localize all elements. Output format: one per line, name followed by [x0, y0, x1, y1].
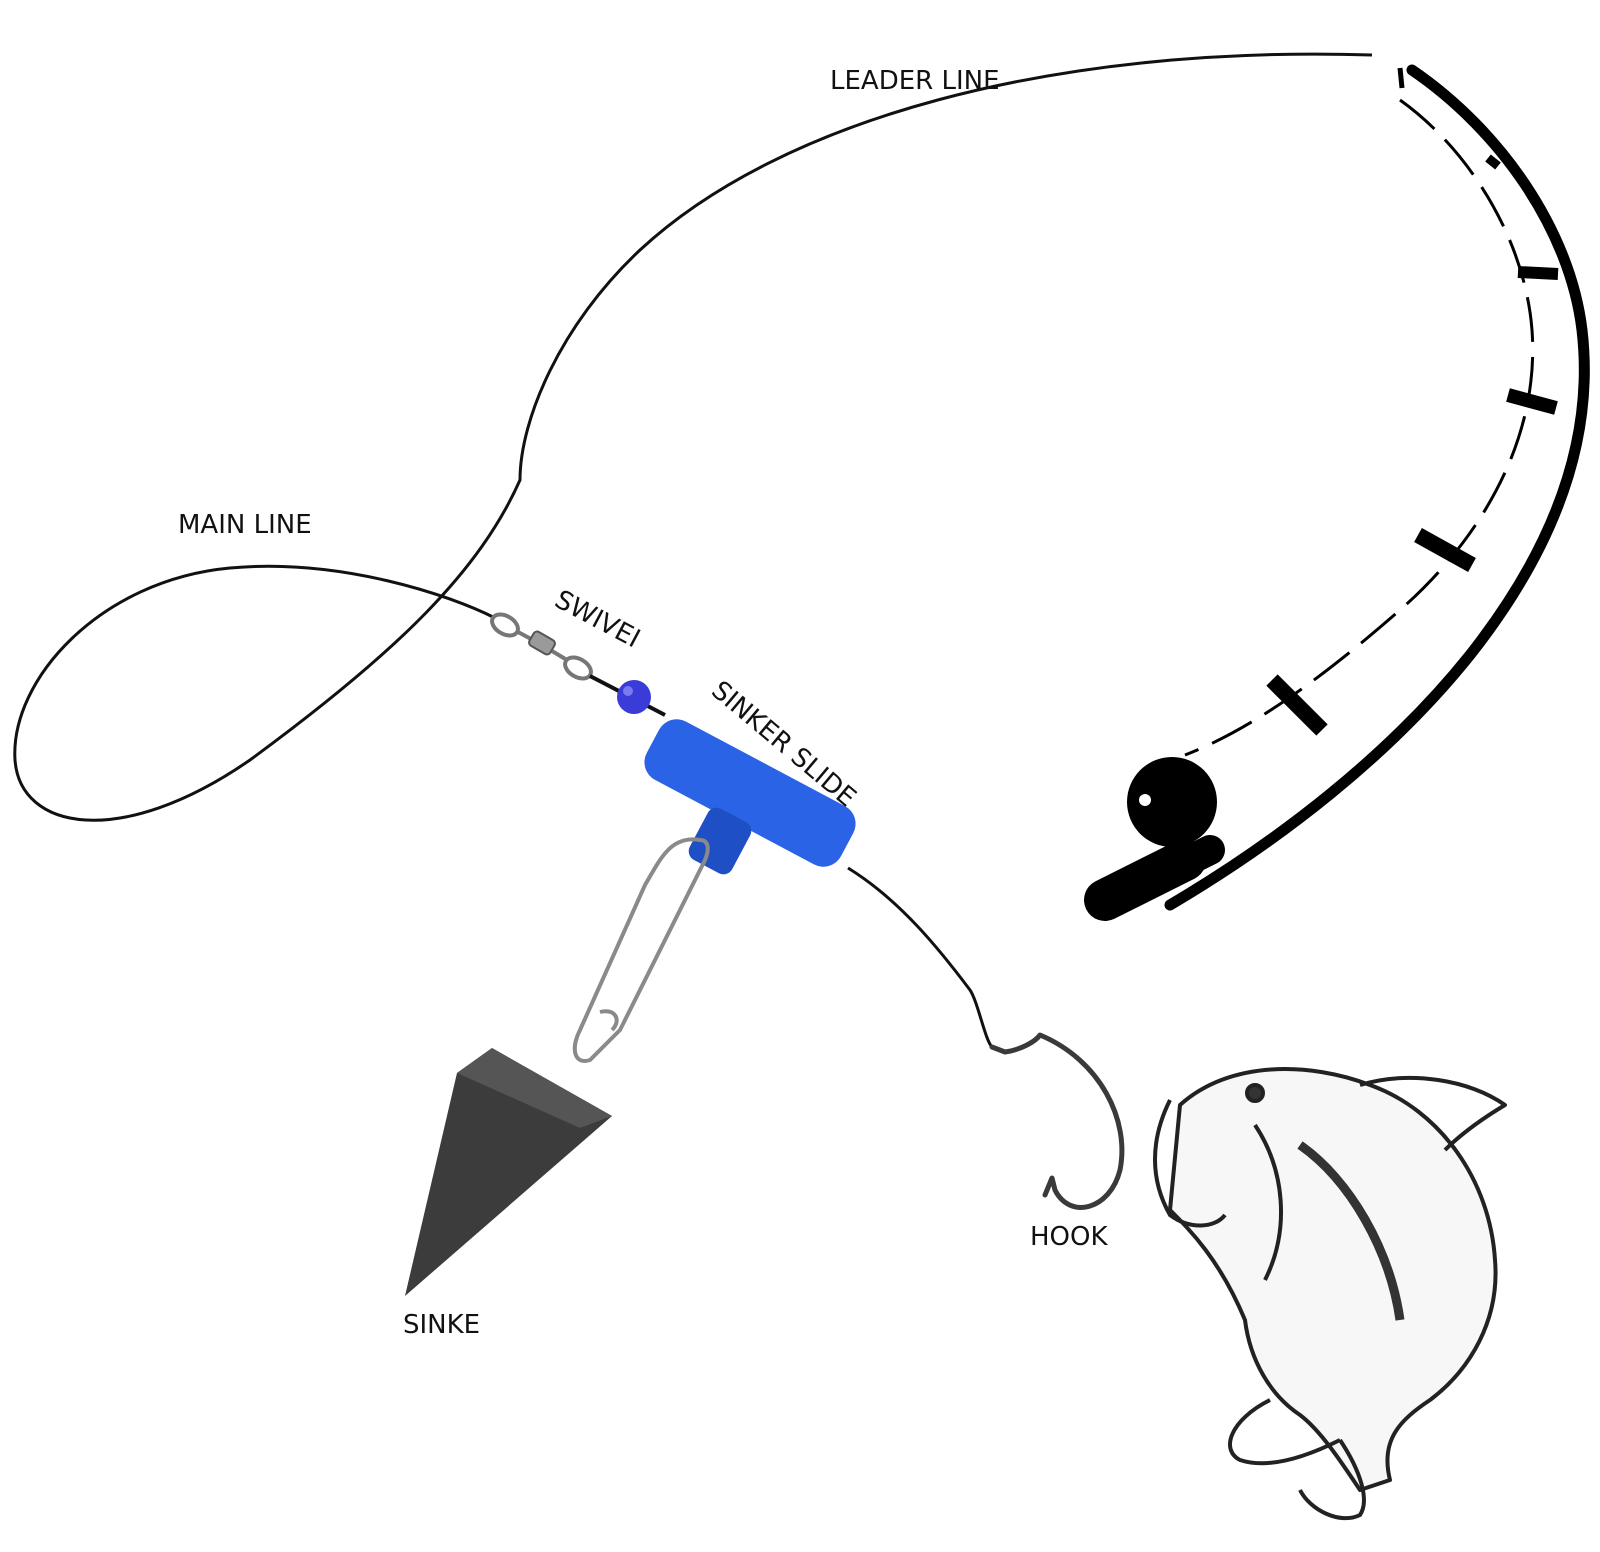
snap-link-wire	[572, 837, 710, 1063]
fish-tail-lower	[1298, 1438, 1366, 1521]
label-leader-line: LEADER LINE	[830, 66, 1000, 96]
rod-guides	[1266, 67, 1559, 736]
fishing-line	[13, 52, 1373, 822]
fish-mouth	[1153, 1099, 1227, 1228]
bead-highlight	[623, 686, 633, 696]
fish-body	[1168, 1067, 1498, 1492]
fish-eye	[1245, 1083, 1265, 1103]
reel-knob	[1139, 794, 1151, 806]
label-main-line: MAIN LINE	[178, 510, 312, 540]
label-sinker: SINKE	[403, 1310, 480, 1340]
leader-to-hook	[847, 866, 994, 1049]
rod-guide	[1506, 388, 1558, 415]
bass-fish	[1153, 1067, 1507, 1521]
fishing-rod	[1084, 64, 1590, 921]
swivel-eye-left	[490, 612, 520, 638]
fish-tail	[1228, 1398, 1341, 1466]
label-hook: HOOK	[1030, 1222, 1108, 1252]
fish-gill	[1253, 1123, 1284, 1281]
line-through-guides	[1184, 98, 1535, 757]
label-swivel: SWIVEI	[550, 585, 645, 655]
snap-link-clasp	[599, 1009, 619, 1032]
swivel-wire	[550, 649, 569, 662]
swivel-barrel	[528, 630, 556, 656]
rod-guide	[1485, 154, 1501, 170]
rod-guide	[1517, 266, 1559, 280]
snap-link	[572, 837, 710, 1063]
bead	[617, 680, 651, 714]
fish-dorsal-fin	[1359, 1075, 1507, 1152]
sinker-slide-tube	[644, 719, 856, 867]
reel	[1127, 757, 1217, 847]
rod-guide	[1414, 528, 1476, 572]
swivel	[490, 612, 593, 681]
sinker-top	[457, 1048, 612, 1128]
hook	[989, 1032, 1125, 1210]
rod-handle-grip	[1135, 835, 1225, 895]
rod-guide	[1397, 67, 1405, 89]
rod-guide	[1266, 674, 1328, 736]
rod-blank	[1164, 64, 1590, 911]
fish-stripe	[1297, 1141, 1405, 1321]
swivel-eye-right	[563, 655, 593, 681]
